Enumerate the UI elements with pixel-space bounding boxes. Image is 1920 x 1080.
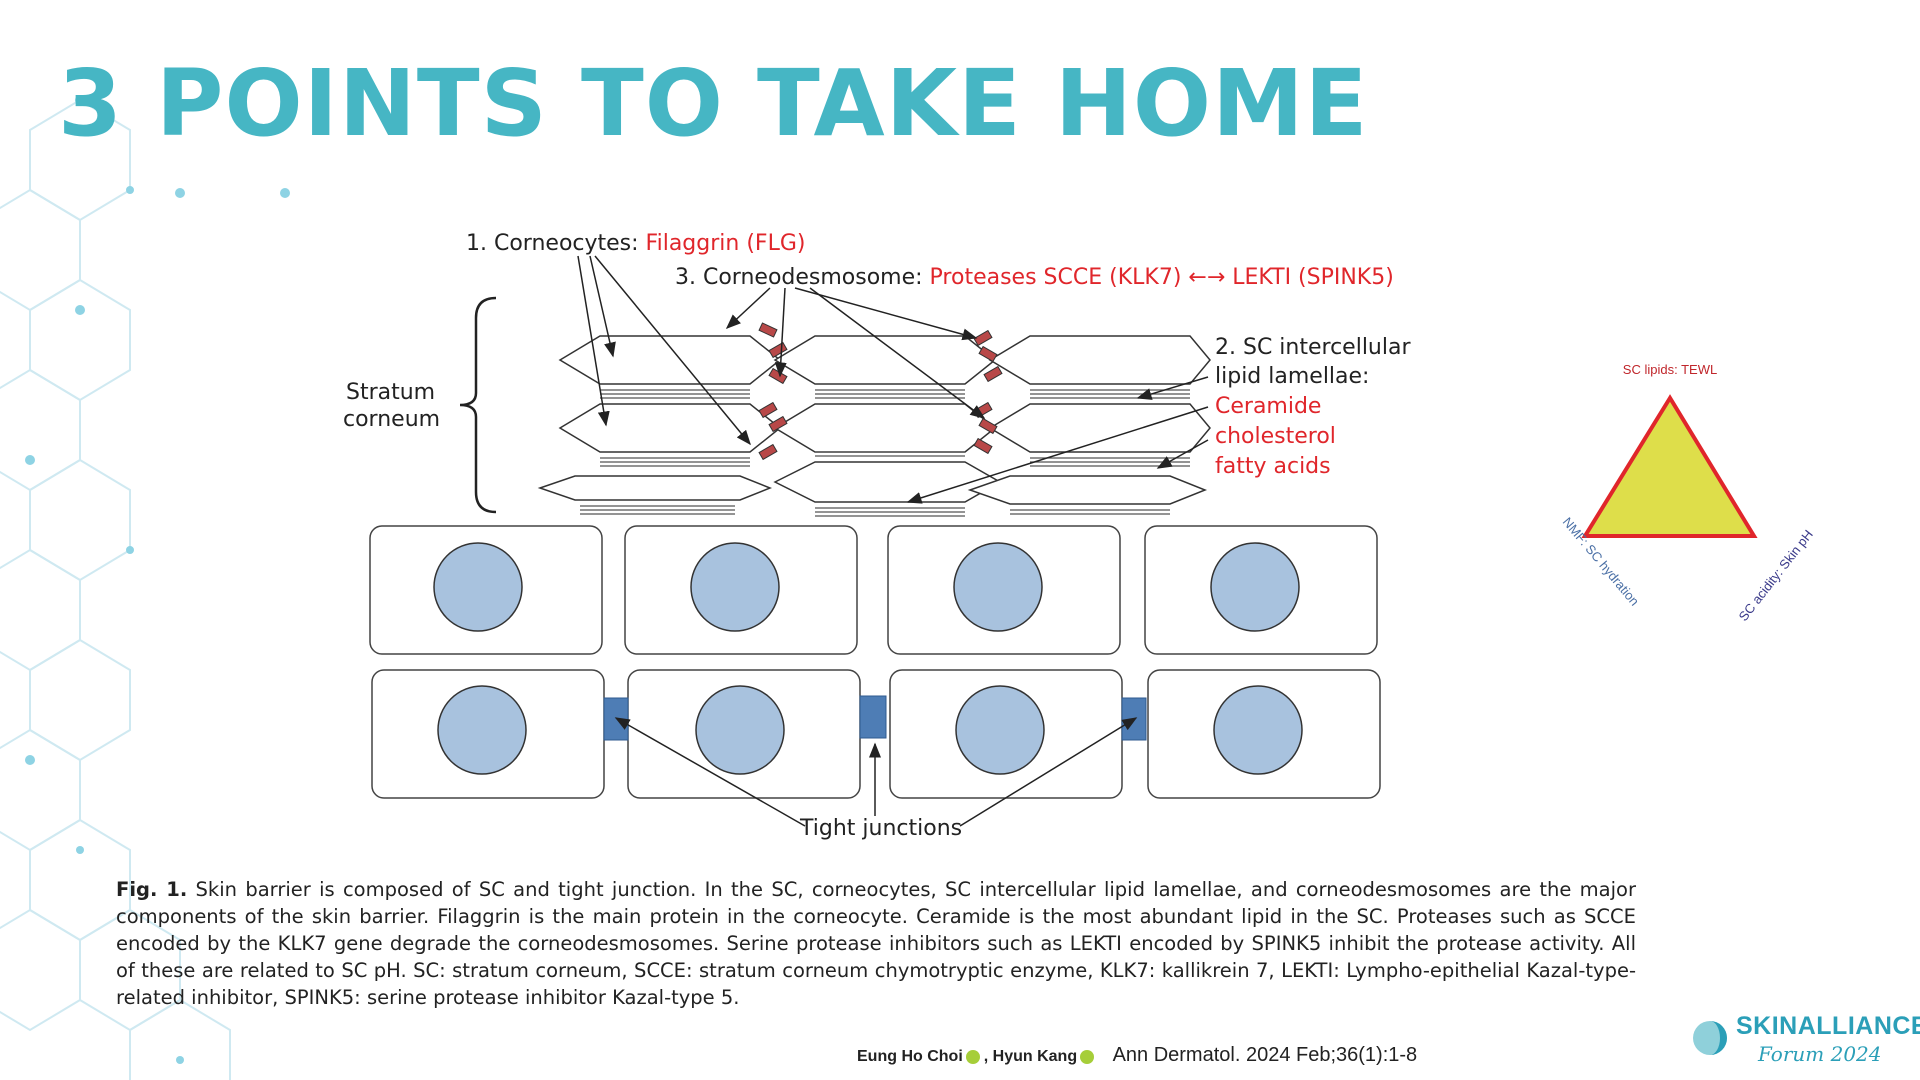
caption-text: Skin barrier is composed of SC and tight… bbox=[116, 877, 1636, 1009]
label-tight-junctions: Tight junctions bbox=[799, 816, 962, 841]
corneodesmosome bbox=[758, 322, 778, 338]
triangle-top-label: SC lipids: TEWL bbox=[1623, 362, 1717, 377]
stratum-brace bbox=[459, 296, 497, 514]
corneocyte bbox=[988, 403, 1211, 453]
label-lamellae-line1: 2. SC intercellular bbox=[1215, 335, 1411, 360]
nucleus bbox=[433, 542, 523, 632]
figure-caption: Fig. 1. Skin barrier is composed of SC a… bbox=[116, 876, 1636, 1011]
orcid-icon[interactable] bbox=[1080, 1049, 1095, 1064]
sc-triangle-diagram: SC lipids: TEWL NMF: SC hydration SC aci… bbox=[1560, 362, 1816, 624]
author-2: Hyun Kang bbox=[992, 1048, 1078, 1065]
nucleus bbox=[437, 685, 527, 775]
label-cholesterol: cholesterol bbox=[1215, 424, 1336, 449]
corneodesmosome bbox=[768, 341, 788, 359]
nucleus bbox=[953, 542, 1043, 632]
corneodesmosome bbox=[973, 437, 993, 455]
corneodesmosome bbox=[978, 417, 998, 435]
corneodesmosome bbox=[768, 415, 788, 433]
label-fatty-acids: fatty acids bbox=[1215, 454, 1331, 479]
skinalliance-logo: SKINALLIANCE Forum 2024 bbox=[1690, 1012, 1920, 1070]
label-corneocytes: 1. Corneocytes: Filaggrin (FLG) bbox=[466, 231, 805, 256]
triangle-right-label: SC acidity: Skin pH bbox=[1736, 527, 1816, 624]
citation: Eung Ho Choi, Hyun Kang Ann Dermatol. 20… bbox=[857, 1044, 1417, 1067]
orcid-icon[interactable] bbox=[965, 1049, 980, 1064]
label-ceramide: Ceramide bbox=[1215, 394, 1321, 419]
corneocyte bbox=[773, 403, 997, 453]
corneodesmosome bbox=[758, 401, 778, 419]
corneocyte bbox=[558, 403, 782, 453]
slide-title: 3 POINTS TO TAKE HOME bbox=[58, 50, 1369, 157]
hexagon-background bbox=[0, 95, 290, 1080]
journal-reference: Ann Dermatol. 2024 Feb;36(1):1-8 bbox=[1112, 1044, 1418, 1066]
tight-junction bbox=[859, 695, 887, 739]
nucleus bbox=[955, 685, 1045, 775]
logo-name: SKINALLIANCE bbox=[1736, 1012, 1920, 1040]
corneodesmosome bbox=[758, 443, 778, 461]
corneodesmosome bbox=[983, 365, 1003, 383]
corneocyte bbox=[988, 335, 1211, 385]
tight-junction bbox=[603, 697, 629, 741]
label-corneodesmosome: 3. Corneodesmosome: Proteases SCCE (KLK7… bbox=[675, 265, 1394, 290]
author-1: Eung Ho Choi bbox=[857, 1048, 963, 1065]
nucleus bbox=[695, 685, 785, 775]
skin-barrier-diagram: 1. Corneocytes: Filaggrin (FLG) 3. Corne… bbox=[343, 231, 1411, 841]
corneocyte bbox=[773, 461, 1002, 503]
corneodesmosome bbox=[978, 345, 998, 363]
author-separator: , bbox=[983, 1048, 993, 1065]
corneodesmosome bbox=[973, 401, 993, 419]
nucleus bbox=[690, 542, 780, 632]
corneodesmosome bbox=[768, 367, 788, 385]
triangle-shape bbox=[1581, 394, 1758, 538]
figure-label: Fig. 1. bbox=[116, 877, 188, 901]
nucleus bbox=[1213, 685, 1303, 775]
label-corneum: corneum bbox=[343, 407, 440, 432]
corneocyte bbox=[537, 475, 773, 501]
corneocyte bbox=[967, 475, 1208, 505]
label-lamellae-line2: lipid lamellae: bbox=[1215, 364, 1369, 389]
corneodesmosome bbox=[973, 329, 993, 347]
nucleus bbox=[1210, 542, 1300, 632]
logo-mark-icon bbox=[1693, 1021, 1727, 1055]
logo-subtitle: Forum 2024 bbox=[1758, 1042, 1882, 1066]
label-stratum: Stratum bbox=[346, 380, 435, 405]
